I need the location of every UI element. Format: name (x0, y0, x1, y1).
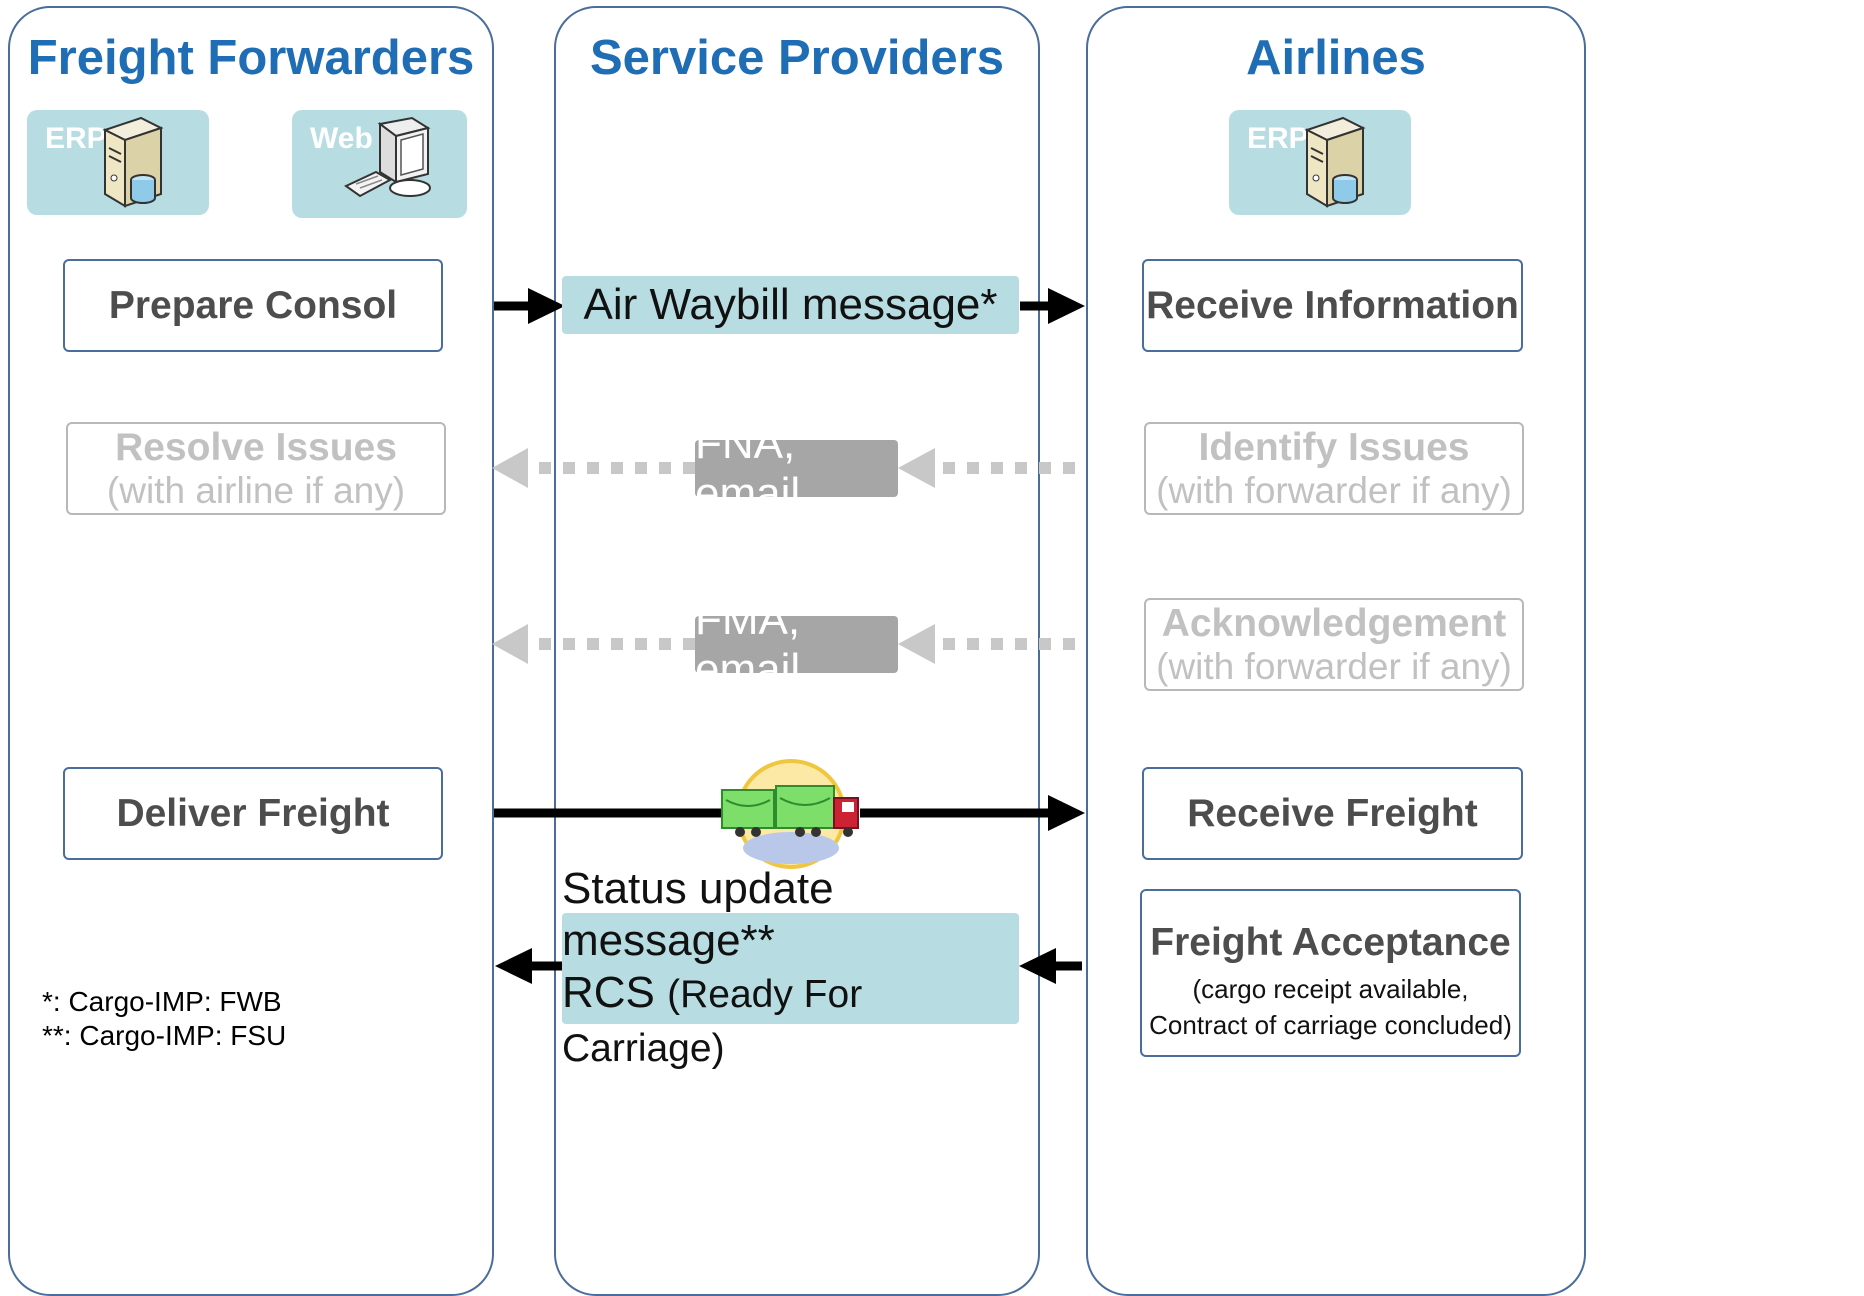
airline-erp-system: ERP (1229, 110, 1411, 215)
server-icon (1304, 116, 1366, 208)
step-label: Deliver Freight (116, 791, 390, 835)
arrow-fma-dotted (492, 624, 1075, 664)
step-sublabel: (with forwarder if any) (1156, 469, 1512, 511)
step-sublabel: (with forwarder if any) (1156, 645, 1512, 687)
step-identify-issues: Identify Issues (with forwarder if any) (1144, 422, 1524, 515)
lane-title-providers: Service Providers (589, 31, 1005, 85)
step-label: Resolve Issues (115, 425, 397, 469)
forwarder-web-system: Web (292, 110, 467, 218)
step-label: Prepare Consol (108, 283, 398, 327)
step-sublabel: (with airline if any) (106, 469, 406, 511)
message-status-update: Status update message** RCS (Ready For C… (562, 864, 1019, 1070)
footnote-double: **: Cargo-IMP: FSU (42, 1020, 287, 1051)
lane-title-airlines: Airlines (1246, 31, 1426, 85)
message-fma: FMA, email (695, 595, 898, 694)
step-label: Receive Freight (1187, 791, 1478, 835)
erp-label: ERP (45, 122, 107, 155)
message-label: FMA, email (695, 594, 801, 694)
step-deliver-freight: Deliver Freight (63, 767, 443, 860)
arrow-awb-to-airline (1020, 288, 1085, 324)
computer-icon (344, 116, 431, 198)
step-prepare-consol: Prepare Consol (63, 259, 443, 352)
rcs-detail: (Ready For Carriage) (562, 972, 863, 1070)
rcs-code: RCS (562, 967, 668, 1017)
flow-arrows (492, 288, 1085, 984)
arrow-status-back (495, 948, 1082, 984)
step-label: Acknowledgement (1161, 601, 1507, 645)
server-icon (102, 116, 164, 208)
message-label: Air Waybill message* (583, 280, 998, 329)
arrow-deliver-freight (494, 795, 1085, 831)
step-label: Freight Acceptance (1150, 921, 1511, 964)
message-label: Status update message** (562, 863, 834, 965)
step-sublabel: (cargo receipt available, (1192, 974, 1469, 1004)
step-resolve-issues: Resolve Issues (with airline if any) (66, 422, 446, 515)
message-fna: FNA, email (695, 419, 898, 518)
step-sublabel: Contract of carriage concluded) (1149, 1010, 1512, 1040)
step-receive-freight: Receive Freight (1142, 767, 1523, 860)
footnote-single: *: Cargo-IMP: FWB (42, 986, 282, 1017)
step-label: Identify Issues (1198, 425, 1470, 469)
forwarder-erp-system: ERP (27, 110, 209, 215)
step-freight-acceptance: Freight Acceptance (cargo receipt availa… (1140, 889, 1521, 1057)
message-air-waybill: Air Waybill message* (562, 276, 1019, 334)
step-acknowledgement: Acknowledgement (with forwarder if any) (1144, 598, 1524, 691)
message-rcs-line: RCS (Ready For Carriage) (562, 967, 1019, 1075)
message-label: FNA, email (695, 418, 801, 518)
arrow-fna-dotted (492, 448, 1075, 488)
web-label: Web (310, 122, 373, 155)
lane-title-forwarders: Freight Forwarders (27, 31, 475, 85)
arrow-prepare-to-awb (494, 288, 565, 324)
truck-icon (721, 759, 859, 869)
step-label: Receive Information (1146, 283, 1519, 327)
erp-label: ERP (1247, 122, 1309, 155)
step-receive-information: Receive Information (1142, 259, 1523, 352)
lane-freight-forwarders: Freight Forwarders (8, 6, 494, 1296)
